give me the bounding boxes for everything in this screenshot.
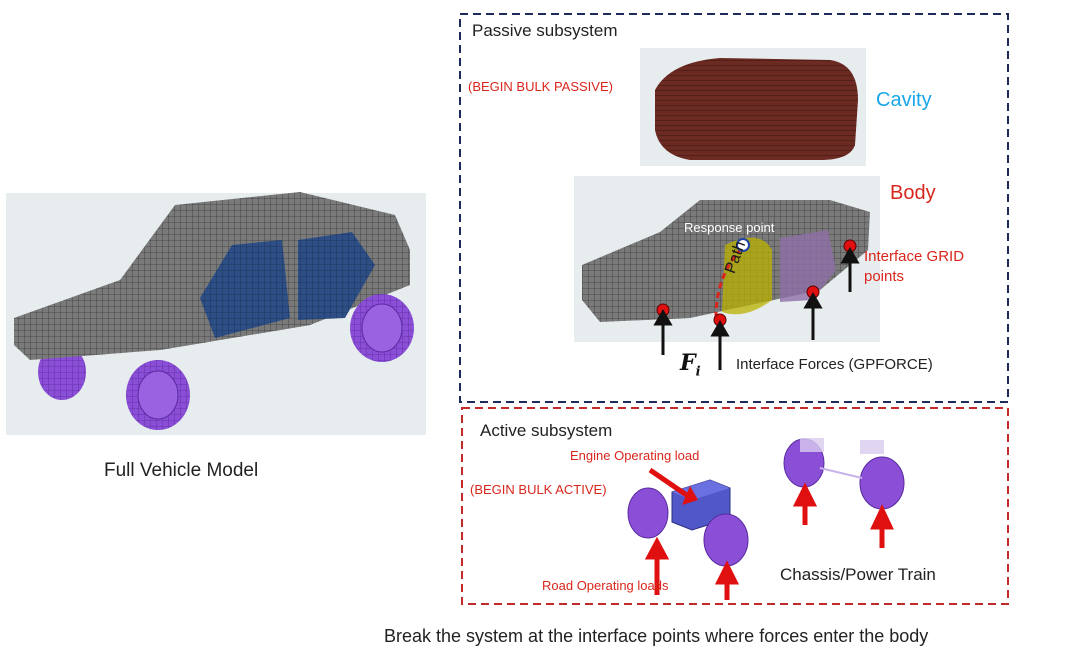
body-label: Body bbox=[890, 182, 936, 204]
force-symbol-subscript: i bbox=[695, 364, 701, 380]
interface-grid-label: Interface GRID points bbox=[864, 247, 964, 287]
passive-subsystem-title: Passive subsystem bbox=[472, 21, 618, 40]
cavity-label: Cavity bbox=[876, 89, 932, 111]
interface-forces-label: Interface Forces (GPFORCE) bbox=[736, 356, 933, 373]
response-point-label: Response point bbox=[684, 220, 775, 235]
passive-bulk-label: (BEGIN BULK PASSIVE) bbox=[468, 79, 613, 94]
full-vehicle-model-image bbox=[6, 192, 426, 435]
chassis-label: Chassis/Power Train bbox=[780, 565, 936, 584]
active-bulk-label: (BEGIN BULK ACTIVE) bbox=[470, 482, 607, 497]
active-subsystem-title: Active subsystem bbox=[480, 421, 613, 440]
interface-grid-label-line2: points bbox=[864, 268, 905, 285]
passive-subsystem-box bbox=[459, 13, 1009, 403]
road-load-label: Road Operating loads bbox=[542, 578, 669, 593]
interface-grid-label-line1: Interface GRID bbox=[864, 248, 965, 265]
body-image bbox=[574, 176, 880, 342]
interface-force-arrows bbox=[653, 247, 860, 370]
cavity-image bbox=[640, 48, 866, 166]
force-symbol: Fi bbox=[680, 350, 701, 379]
road-load-arrows bbox=[644, 482, 894, 600]
engine-load-arrow bbox=[648, 467, 698, 505]
force-symbol-main: F bbox=[680, 350, 696, 376]
chassis-power-train-image bbox=[783, 438, 905, 510]
full-vehicle-caption: Full Vehicle Model bbox=[104, 460, 259, 481]
active-subsystem-box bbox=[461, 407, 1009, 605]
engine-load-label: Engine Operating load bbox=[570, 448, 700, 463]
footer-caption: Break the system at the interface points… bbox=[384, 626, 929, 646]
